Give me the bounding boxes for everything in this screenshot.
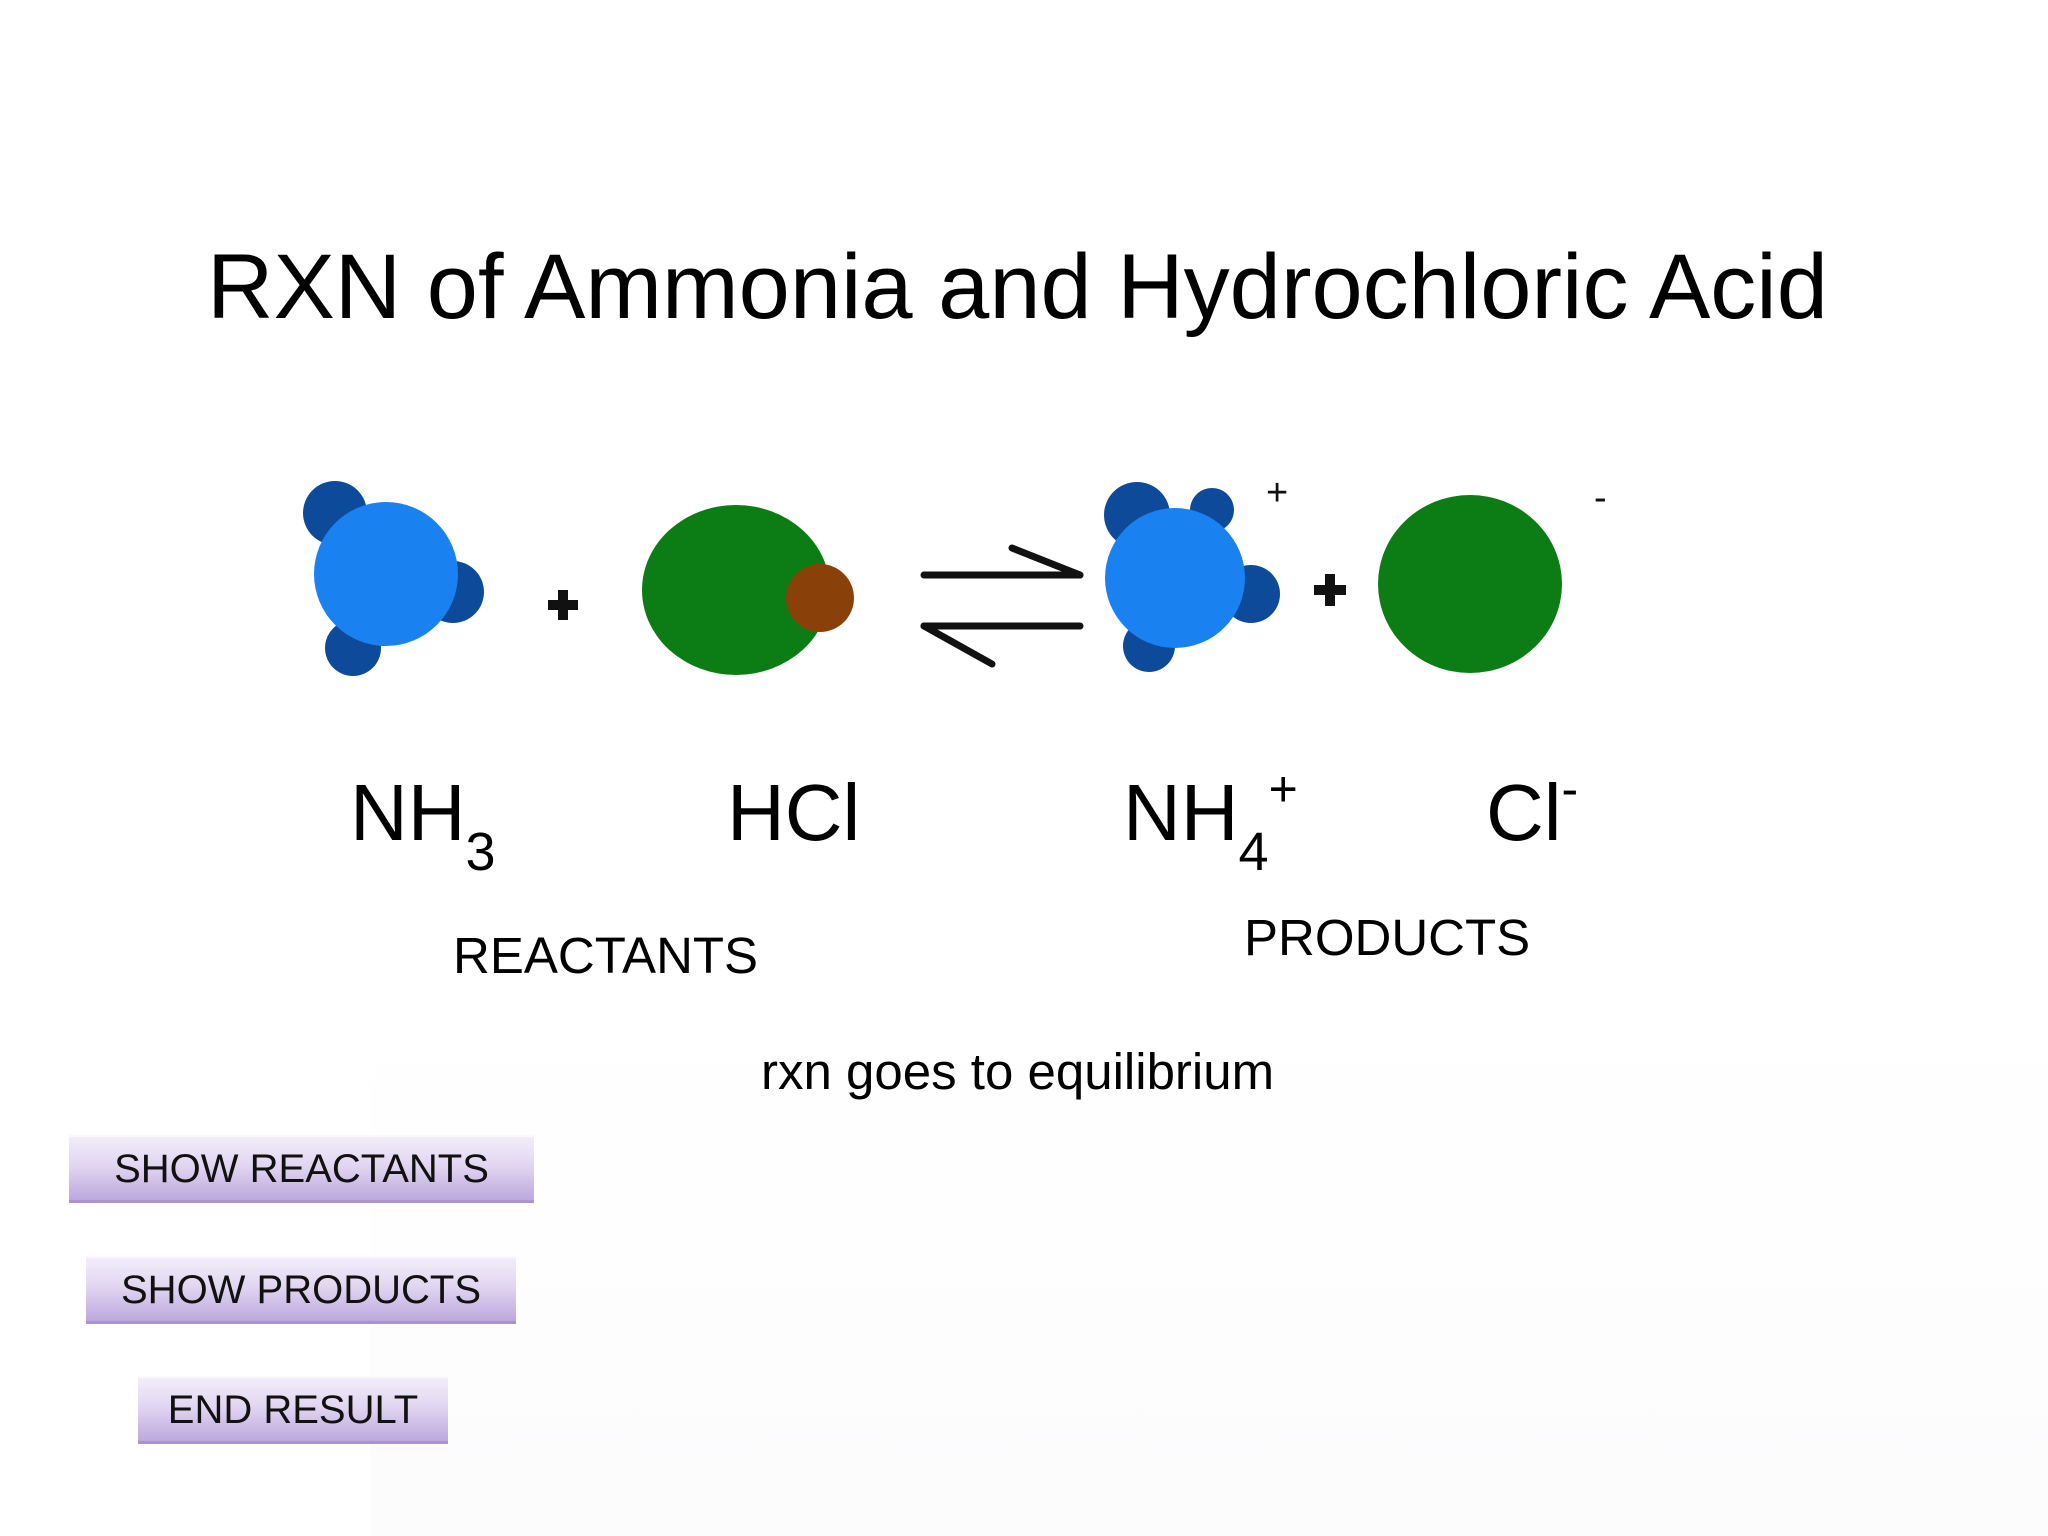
chlorine-atom bbox=[642, 505, 830, 675]
cl-formula: Cl- bbox=[1486, 761, 1578, 871]
formula-base: NH bbox=[1123, 768, 1239, 857]
show-products-button[interactable]: SHOW PRODUCTS bbox=[86, 1256, 516, 1324]
hydrogen-atom bbox=[786, 564, 854, 632]
formula-subscript: 4 bbox=[1238, 822, 1269, 882]
reactants-label: REACTANTS bbox=[453, 927, 759, 984]
formula-base: NH bbox=[350, 768, 466, 857]
hcl-molecule bbox=[642, 505, 854, 675]
nh4-formula: NH4+ bbox=[1123, 761, 1298, 882]
formula-subscript: 3 bbox=[465, 822, 496, 882]
nitrogen-atom bbox=[1105, 508, 1245, 648]
plus-icon bbox=[548, 590, 578, 620]
nh3-formula: NH3 bbox=[350, 765, 496, 882]
end-result-button[interactable]: END RESULT bbox=[138, 1376, 448, 1444]
hcl-formula: HCl bbox=[727, 765, 860, 861]
nitrogen-atom bbox=[314, 502, 458, 646]
slide-background bbox=[370, 1000, 2048, 1536]
formula-base: HCl bbox=[727, 768, 861, 857]
products-label: PRODUCTS bbox=[1244, 909, 1531, 966]
negative-charge-label: - bbox=[1594, 477, 1607, 519]
chlorine-atom bbox=[1378, 495, 1562, 673]
show-reactants-button[interactable]: SHOW REACTANTS bbox=[69, 1135, 534, 1203]
ammonium-ion: + bbox=[1104, 472, 1288, 672]
plus-icon bbox=[1314, 574, 1346, 606]
positive-charge-label: + bbox=[1266, 472, 1288, 514]
reaction-diagram: + - bbox=[303, 472, 1607, 676]
equilibrium-arrows-icon bbox=[920, 544, 1084, 668]
formula-superscript: + bbox=[1268, 761, 1298, 817]
equilibrium-note: rxn goes to equilibrium bbox=[761, 1043, 1275, 1100]
formula-superscript: - bbox=[1561, 761, 1579, 817]
slide-title: RXN of Ammonia and Hydrochloric Acid bbox=[207, 236, 1828, 338]
chloride-ion: - bbox=[1378, 477, 1607, 673]
formula-base: Cl bbox=[1486, 768, 1562, 857]
ammonia-molecule bbox=[303, 481, 484, 676]
